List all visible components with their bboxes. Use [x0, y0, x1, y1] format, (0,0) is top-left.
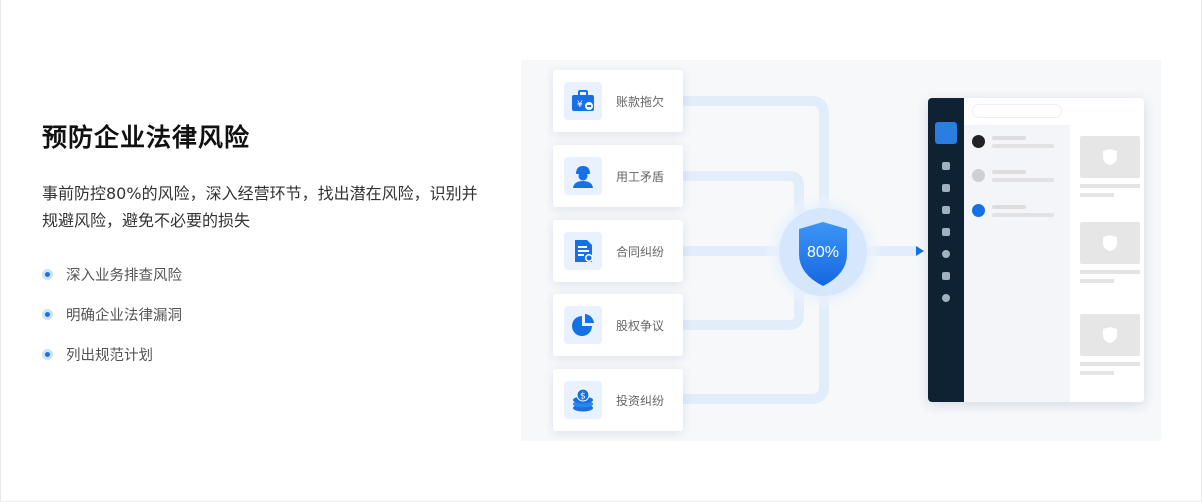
bullet-item: 列出规范计划: [42, 334, 482, 374]
list-item: [972, 165, 1067, 187]
contract-document-icon: [564, 232, 602, 270]
document-thumbnail: [1080, 314, 1140, 375]
risk-card-labor: 用工矛盾: [553, 145, 683, 207]
feature-description: 事前防控80%的风险，深入经营环节，找出潜在风险，识别并规避风险，避免不必要的损…: [42, 184, 478, 230]
avatar: [972, 169, 985, 182]
svg-text:¥: ¥: [577, 100, 583, 110]
feature-text-panel: 预防企业法律风险 事前防控80%的风险，深入经营环节，找出潜在风险，识别并规避风…: [42, 118, 482, 374]
risk-card-label: 股权争议: [616, 318, 665, 333]
bullet-item: 明确企业法律漏洞: [42, 294, 482, 334]
scale-icon: [942, 206, 950, 214]
shield-question-icon: [1103, 149, 1117, 165]
worker-icon: [564, 157, 602, 195]
coin-stack-icon: $: [564, 381, 602, 419]
risk-card-label: 投资纠纷: [616, 393, 665, 408]
shield-question-icon: [1103, 327, 1117, 343]
bullet-dot-icon: [42, 348, 53, 360]
file-icon: [942, 272, 950, 280]
app-window-mockup: [928, 98, 1144, 402]
app-logo-icon: [935, 122, 957, 144]
risk-card-label: 账款拖欠: [616, 94, 665, 109]
chat-icon: [942, 184, 950, 192]
bullet-dot-icon: [42, 268, 53, 280]
search-bar: [972, 104, 1062, 118]
book-icon: [942, 228, 950, 236]
user-icon: [942, 162, 950, 170]
feature-bullet-list: 深入业务排查风险 明确企业法律漏洞 列出规范计划: [42, 254, 482, 374]
briefcase-yuan-icon: ¥: [564, 82, 602, 120]
gear-icon: [942, 294, 950, 302]
pie-chart-icon: [564, 306, 602, 344]
document-thumbnail: [1080, 136, 1140, 197]
document-thumbnail: [1080, 222, 1140, 283]
shield-question-icon: [1103, 235, 1117, 251]
avatar: [972, 204, 985, 217]
risk-card-label: 合同纠纷: [616, 244, 665, 259]
bullet-text: 列出规范计划: [66, 347, 153, 364]
shield-icon: [763, 192, 883, 312]
risk-card-contract: 合同纠纷: [553, 220, 683, 282]
shield-percentage: 80%: [806, 244, 840, 261]
shield-badge: 80%: [763, 192, 883, 312]
risk-card-investment: $ 投资纠纷: [553, 369, 683, 431]
svg-text:$: $: [580, 392, 586, 402]
help-icon: [942, 250, 950, 258]
risk-flow-illustration: ¥ 账款拖欠 用工矛盾 合同纠纷 股权争议 $ 投资纠纷: [521, 60, 1161, 441]
feature-title: 预防企业法律风险: [42, 123, 251, 152]
list-item: [972, 200, 1067, 222]
risk-card-equity: 股权争议: [553, 294, 683, 356]
risk-card-accounts: ¥ 账款拖欠: [553, 70, 683, 132]
avatar: [972, 135, 985, 148]
app-sidebar: [928, 98, 964, 402]
bullet-text: 深入业务排查风险: [66, 267, 182, 284]
bullet-dot-icon: [42, 308, 53, 320]
risk-card-label: 用工矛盾: [616, 169, 665, 184]
list-item: [972, 131, 1067, 153]
contact-list: [964, 125, 1070, 402]
bullet-text: 明确企业法律漏洞: [66, 307, 182, 324]
bullet-item: 深入业务排查风险: [42, 254, 482, 294]
